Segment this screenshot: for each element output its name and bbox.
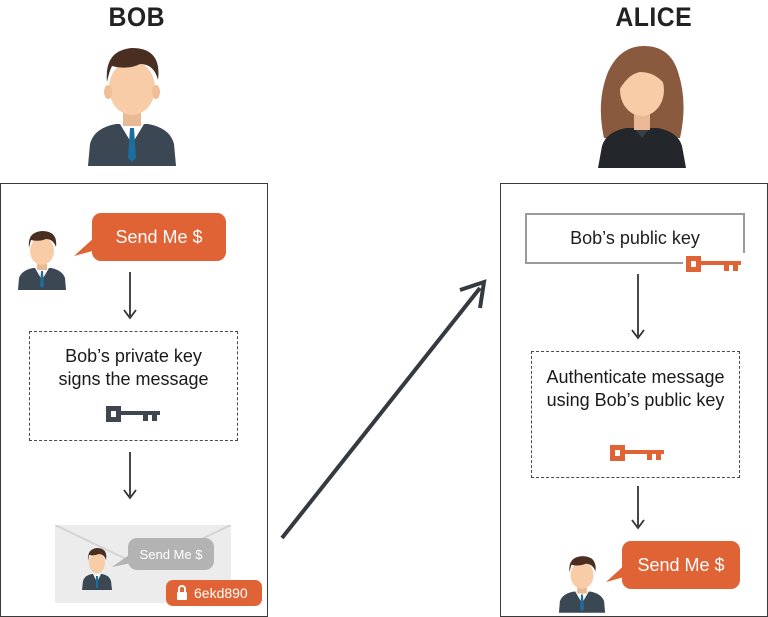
arrow-down-1 [122,272,138,320]
bob-sign-box [29,331,238,441]
bob-sign-text: Bob’s private key signs the message [58,346,209,389]
bob-small-avatar-icon [16,228,68,290]
public-key-icon-top [683,253,745,275]
alice-auth-box [531,351,740,478]
alice-avatar-icon [594,42,690,168]
arrow-down-4 [630,486,646,530]
arrow-down-2 [122,452,138,500]
envelope-bubble-tail [112,553,132,569]
envelope-avatar-icon [80,546,114,590]
arrow-down-3 [630,274,646,340]
bubble-tail [74,236,96,258]
alice-received-avatar-icon [557,553,607,613]
alice-auth-text: Authenticate message using Bob’s public … [546,367,725,410]
alice-result-bubble: Send Me $ [622,541,740,589]
lock-icon [176,585,188,601]
bob-avatar-icon [84,40,180,166]
bob-title: BOB [108,2,166,32]
signature-badge: 6ekd890 [166,580,262,606]
bob-message-bubble: Send Me $ [92,213,226,261]
private-key-icon [103,404,163,426]
signature-code: 6ekd890 [194,585,248,601]
public-key-icon [607,443,667,465]
alice-title: ALICE [615,2,693,32]
transfer-arrow [276,276,492,544]
envelope-message-bubble: Send Me $ [128,538,214,570]
public-key-label: Bob’s public key [570,228,700,248]
